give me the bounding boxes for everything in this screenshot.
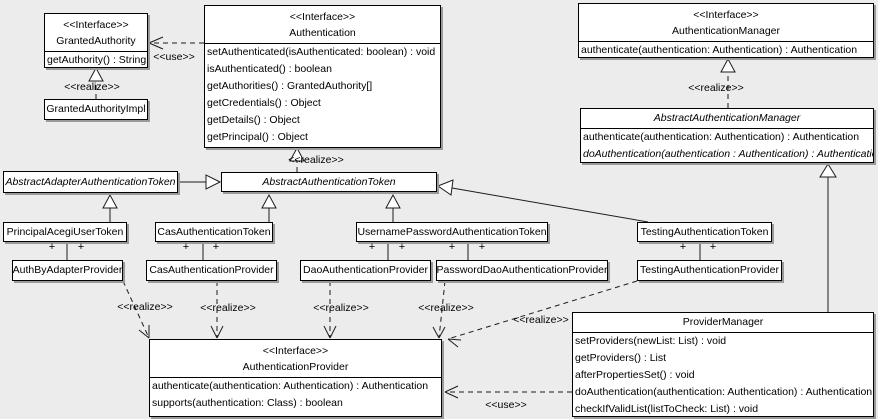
use-arrow-authentication-to-grantedauthority [148,36,204,50]
generalize-arrow-testing-token [436,179,649,223]
use-arrow-providermanager-to-authenticationprovider [444,385,572,399]
realize-arrow-abstractauthenticationmanager [720,57,736,108]
realize-arrow-passworddaoauthenticationprovider [432,280,446,339]
association-lines-token-provider [66,241,701,261]
generalize-arrow-providermanager [819,163,837,312]
generalize-arrow-principal-token [102,193,118,222]
generalize-arrow-usernamepassword-token [385,193,401,222]
realize-arrow-casauthenticationprovider [210,281,224,339]
realize-arrow-authbyadapterprovider [122,280,150,339]
realize-arrow-daoauthenticationprovider [323,281,337,339]
realize-arrow-testingauthenticationprovider [447,280,638,348]
realize-arrow-grantedauthorityimpl [88,66,104,99]
generalize-arrow-adapter-token [178,174,222,190]
realize-arrow-abstractauthenticationtoken [289,146,305,172]
generalize-arrow-cas-token [261,193,277,222]
